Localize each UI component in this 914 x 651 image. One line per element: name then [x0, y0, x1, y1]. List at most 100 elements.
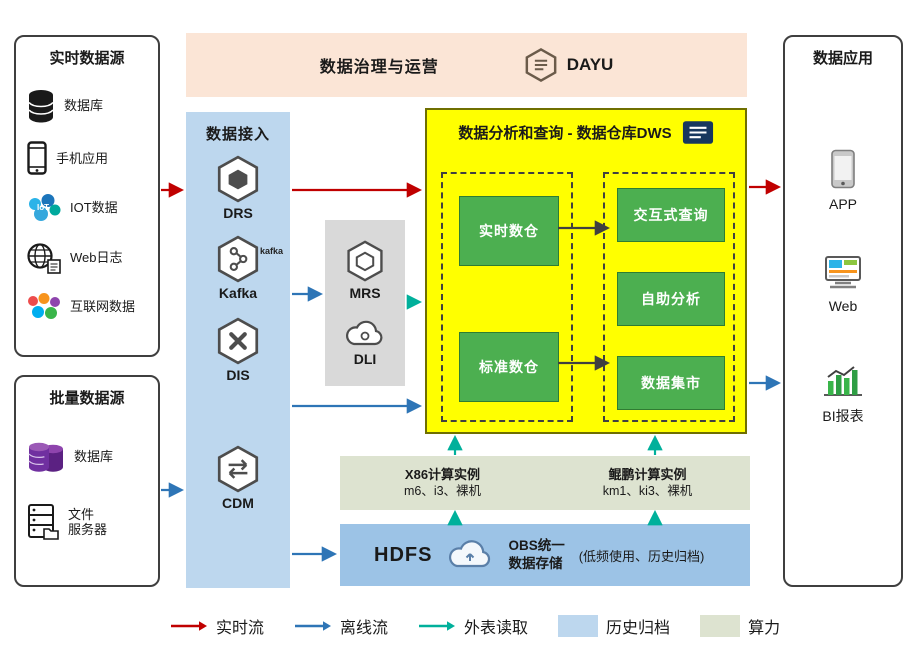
- legend-compute-power: 算力: [700, 614, 780, 638]
- engine-label: MRS: [349, 284, 381, 301]
- application-label: BI报表: [822, 408, 864, 424]
- file-server-icon: [26, 503, 60, 541]
- legend-offline-flow: 离线流: [294, 614, 388, 638]
- dws-panel: 数据分析和查询 - 数据仓库DWS 实时数仓 标准数仓 交互式查询 自助分析 数…: [425, 108, 747, 434]
- realtime-sources-panel: 实时数据源 数据库 手机应用 IoT IOT数据: [14, 35, 160, 357]
- legend-label: 历史归档: [606, 620, 671, 637]
- dli-icon: [344, 319, 386, 349]
- realtime-sources-title: 实时数据源: [49, 50, 125, 67]
- source-item-iot-data: IoT IOT数据: [26, 193, 154, 223]
- source-item-internet-data: 互联网数据: [26, 292, 154, 322]
- web-browser-icon: [821, 255, 865, 291]
- iot-data-icon: IoT: [26, 193, 62, 223]
- database-icon: [26, 88, 56, 124]
- external-read-arrow-icon: [418, 620, 456, 632]
- module-standard-warehouse: 标准数仓: [459, 332, 559, 402]
- source-item-mobile-app: 手机应用: [26, 141, 154, 176]
- compute-engines-panel: MRS DLI: [325, 220, 405, 386]
- dayu-label: DAYU: [566, 55, 614, 74]
- archive-swatch: [558, 615, 599, 637]
- source-label: 文件 服务器: [68, 506, 108, 538]
- compute-kunpeng: 鲲鹏计算实例 km1、ki3、裸机: [545, 456, 750, 510]
- source-label: Web日志: [70, 249, 123, 265]
- dws-title: 数据分析和查询 - 数据仓库DWS: [458, 125, 672, 142]
- compute-subtitle: m6、i3、裸机: [403, 484, 482, 499]
- dws-service-group: 交互式查询 自助分析 数据集市: [603, 172, 735, 422]
- ingestion-item-kafka: kafka Kafka: [186, 234, 290, 301]
- applications-panel: 数据应用 APP Web BI报表: [783, 35, 903, 587]
- ingestion-label: DRS: [223, 205, 253, 221]
- realtime-flow-arrow-icon: [170, 620, 208, 632]
- governance-banner: 数据治理与运营 DAYU: [186, 33, 747, 97]
- internet-data-icon: [26, 292, 62, 322]
- applications-title: 数据应用: [812, 50, 873, 67]
- engine-item-mrs: MRS: [344, 239, 386, 301]
- ingestion-label: CDM: [222, 495, 254, 511]
- hdfs-panel: HDFS OBS统一 数据存储 (低频使用、历史归档): [340, 524, 750, 586]
- source-label: IOT数据: [70, 200, 118, 216]
- kafka-icon: kafka: [214, 234, 283, 284]
- app-phone-icon: [830, 149, 856, 189]
- dayu-logo: DAYU: [524, 47, 614, 83]
- module-label: 交互式查询: [633, 207, 709, 223]
- source-label: 数据库: [74, 448, 114, 464]
- module-label: 自助分析: [641, 291, 701, 307]
- batch-sources-panel: 批量数据源 数据库 文件 服务器: [14, 375, 160, 587]
- batch-sources-title: 批量数据源: [49, 390, 125, 407]
- dayu-icon: [524, 47, 558, 83]
- ingestion-item-drs: DRS: [186, 154, 290, 221]
- batch-sources-list: 数据库 文件 服务器: [16, 408, 158, 578]
- web-log-icon: [26, 241, 62, 275]
- module-self-service-analysis: 自助分析: [617, 272, 725, 326]
- source-label: 手机应用: [56, 150, 109, 166]
- dws-doc-icon: [682, 120, 714, 145]
- realtime-sources-list: 数据库 手机应用 IoT IOT数据 Web日志: [16, 68, 158, 348]
- source-label: 数据库: [64, 97, 104, 113]
- engine-item-dli: DLI: [344, 319, 386, 367]
- application-label: Web: [828, 298, 858, 314]
- source-label: 互联网数据: [70, 299, 136, 315]
- module-interactive-query: 交互式查询: [617, 188, 725, 242]
- application-label: APP: [828, 196, 857, 212]
- module-realtime-warehouse: 实时数仓: [459, 196, 559, 266]
- legend-realtime-flow: 实时流: [170, 614, 264, 638]
- compute-subtitle: km1、ki3、裸机: [602, 484, 693, 499]
- app-item-bi: BI报表: [785, 363, 901, 426]
- legend-label: 算力: [748, 620, 781, 637]
- obs-note: (低频使用、历史归档): [578, 548, 705, 564]
- compute-title: 鲲鹏计算实例: [608, 466, 687, 482]
- dws-warehouse-group: 实时数仓 标准数仓: [441, 172, 573, 422]
- ingestion-column: 数据接入 DRS kafka Kafka DIS CDM: [186, 112, 290, 588]
- source-item-database: 数据库: [26, 88, 154, 124]
- legend-label: 外表读取: [464, 620, 529, 637]
- obs-label: OBS统一 数据存储: [508, 538, 565, 571]
- legend-label: 离线流: [340, 620, 389, 637]
- ingestion-item-cdm: CDM: [186, 444, 290, 511]
- drs-icon: [214, 154, 262, 204]
- compute-title: X86计算实例: [404, 466, 481, 482]
- governance-title: 数据治理与运营: [319, 59, 439, 76]
- source-item-web-log: Web日志: [26, 241, 154, 275]
- bi-report-icon: [821, 363, 865, 399]
- compute-swatch: [700, 615, 741, 637]
- compute-x86: X86计算实例 m6、i3、裸机: [340, 456, 545, 510]
- legend: 实时流 离线流 外表读取 历史归档 算力: [170, 614, 780, 638]
- ingestion-item-dis: DIS: [186, 316, 290, 383]
- engine-label: DLI: [353, 351, 377, 368]
- batch-database-icon: [26, 439, 66, 475]
- kafka-wordmark: kafka: [260, 246, 284, 256]
- ingestion-label: Kafka: [218, 285, 258, 301]
- svg-text:IoT: IoT: [37, 203, 49, 212]
- legend-archive: 历史归档: [558, 614, 670, 638]
- dws-header: 数据分析和查询 - 数据仓库DWS: [427, 110, 745, 145]
- ingestion-title: 数据接入: [205, 126, 270, 143]
- legend-label: 实时流: [216, 620, 265, 637]
- module-data-mart: 数据集市: [617, 356, 725, 410]
- legend-external-read: 外表读取: [418, 614, 528, 638]
- source-item-batch-database: 数据库: [26, 439, 154, 475]
- cdm-icon: [214, 444, 262, 494]
- app-item-app: APP: [785, 149, 901, 212]
- source-item-file-server: 文件 服务器: [26, 503, 154, 541]
- dis-icon: [214, 316, 262, 366]
